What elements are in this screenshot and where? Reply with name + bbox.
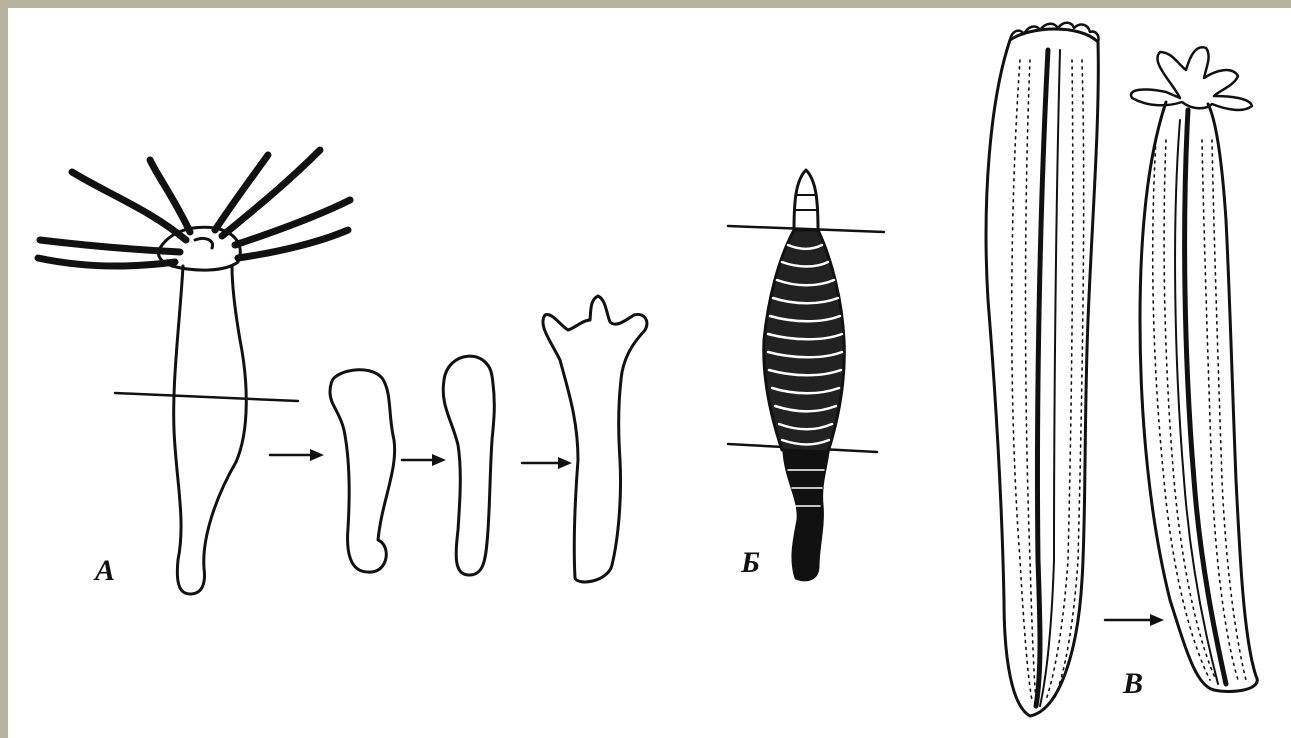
regeneration-stage-3: [543, 296, 647, 582]
hydra-figure: [38, 150, 350, 594]
worm-tail: [784, 452, 828, 580]
hydra-mouth: [195, 238, 213, 248]
planarian-right: [1131, 47, 1257, 691]
hydra-body: [174, 266, 247, 594]
hydra-tentacles: [38, 150, 350, 266]
regeneration-stage-2: [443, 356, 494, 575]
planarian-left-texture: [1012, 60, 1084, 700]
regeneration-arrows-a: [270, 449, 572, 469]
planarian-right-outline: [1140, 102, 1257, 691]
planarian-right-gut: [1185, 110, 1226, 684]
worm-figure: [728, 170, 884, 580]
planarian-arrow: [1105, 614, 1164, 626]
label-a: А: [95, 556, 115, 586]
hydra-cut-line: [115, 393, 298, 401]
label-b: Б: [741, 548, 760, 578]
planarian-left: [986, 23, 1098, 716]
worm-body: [764, 230, 845, 452]
regeneration-stage-1: [330, 370, 395, 572]
planarian-left-gut: [1036, 50, 1048, 706]
diagram-canvas: А Б В: [8, 8, 1291, 738]
label-v: В: [1123, 669, 1143, 699]
worm-head: [794, 170, 818, 230]
planarian-right-head: [1131, 47, 1252, 110]
diagram-svg: [8, 8, 1291, 738]
